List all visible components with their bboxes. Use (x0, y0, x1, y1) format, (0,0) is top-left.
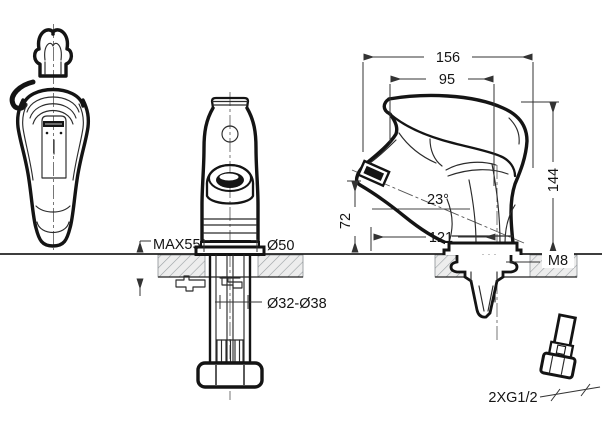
spout-aerator-ring (208, 164, 252, 192)
dim-label-total-height: 144 (546, 168, 562, 192)
dim-label-flange-diameter: Ø50 (267, 238, 294, 254)
dim-label-handle-span: 95 (439, 72, 455, 88)
handle-body-top-view (15, 98, 91, 248)
base-flange-front (194, 245, 266, 256)
threaded-shank (215, 339, 245, 363)
handle-knob-top-view (32, 28, 74, 78)
mounting-nut-front (196, 361, 264, 389)
dim-label-max-deck: MAX55 (153, 237, 201, 253)
dim-label-stud-thread: M8 (548, 253, 568, 269)
faucet-top-view (9, 24, 91, 250)
base-flange-side (442, 241, 523, 255)
dim-label-spout-reach: 121 (429, 230, 453, 246)
dim-label-total-width: 156 (436, 50, 460, 66)
dim-label-hole-diameter: Ø32-Ø38 (267, 296, 327, 312)
dimension-labels: 156 95 144 72 23° 121 MAX55 Ø50 Ø32-Ø38 … (153, 50, 574, 406)
hose-connector-part (539, 313, 578, 380)
spout-aerator-side (356, 159, 391, 188)
under-counter-clamp (449, 255, 519, 319)
dim-label-spout-angle: 23° (427, 192, 449, 208)
dimension-lines (136, 53, 601, 402)
dim-label-hose-connection: 2XG1/2 (488, 390, 537, 406)
faucet-side-view (351, 93, 529, 340)
faucet-front-view (175, 92, 266, 400)
dim-label-spout-height: 72 (338, 213, 354, 229)
